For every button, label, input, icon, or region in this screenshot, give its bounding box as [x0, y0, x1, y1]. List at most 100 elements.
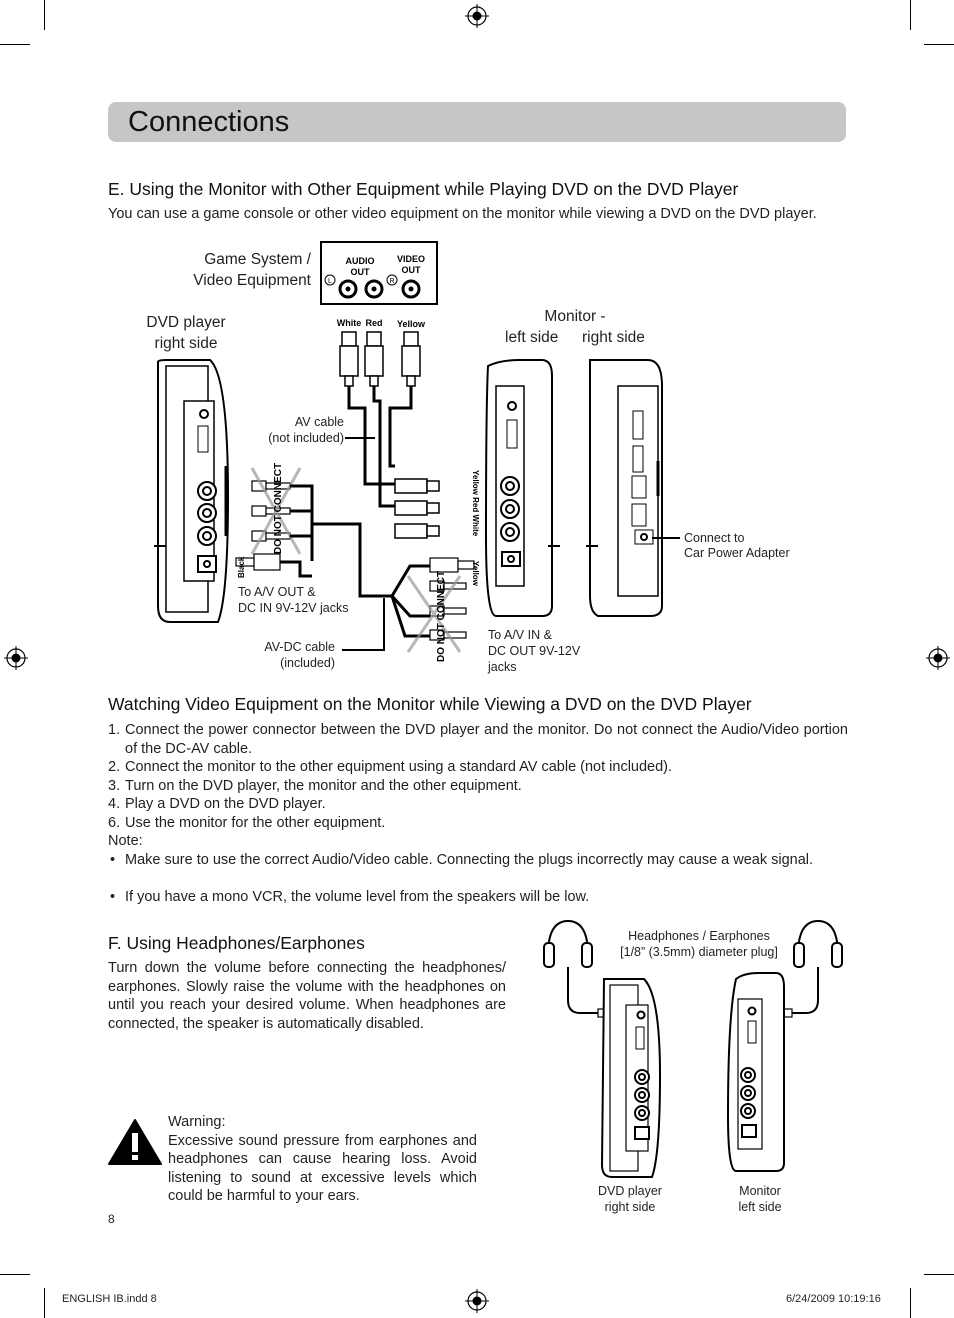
dvd-player-small-line-2: right side	[604, 1200, 656, 1214]
crop-mark	[44, 1288, 45, 1318]
to-av-out-line-1: To A/V OUT &	[238, 585, 316, 599]
page-number: 8	[108, 1212, 115, 1226]
monitor-small	[726, 972, 785, 1172]
section-watch-heading: Watching Video Equipment on the Monitor …	[108, 694, 752, 714]
step-item: 4. Play a DVD on the DVD player.	[108, 795, 848, 814]
do-not-connect-label-right: DO NOT CONNECT	[436, 571, 447, 662]
headphones-icon	[543, 919, 593, 968]
to-av-in-line-1: To A/V IN &	[488, 628, 552, 642]
section-e-heading: E. Using the Monitor with Other Equipmen…	[108, 179, 739, 199]
red-label: Red	[365, 318, 382, 328]
av-cable-line-1: AV cable	[294, 415, 344, 429]
crop-mark	[910, 1288, 911, 1318]
rca-plugs-top	[339, 331, 421, 387]
monitor-right-label: right side	[582, 329, 645, 346]
monitor-label: Monitor -	[544, 308, 606, 325]
footer-file-info: ENGLISH IB.indd 8	[62, 1293, 157, 1305]
connect-to-line-2: Car Power Adapter	[684, 546, 790, 560]
monitor-left-label: left side	[505, 329, 559, 346]
monitor-small-line-1: Monitor	[739, 1184, 781, 1198]
dvd-player-small	[600, 978, 662, 1178]
dvd-player-right-side	[154, 359, 230, 623]
headphones-line-2: [1/8” (3.5mm) diameter plug]	[620, 945, 778, 959]
registration-mark-icon	[926, 646, 950, 670]
to-av-out-label: To A/V OUT & DC IN 9V-12V jacks	[238, 584, 348, 616]
warning-title: Warning:	[168, 1114, 226, 1130]
avdc-cable-line-1: AV-DC cable	[264, 640, 335, 654]
to-av-in-line-2: DC OUT 9V-12V	[488, 644, 581, 658]
yellow-label: Yellow	[397, 319, 426, 329]
game-system-label: Game System / Video Equipment	[160, 249, 311, 291]
audio-out-label: AUDIO	[346, 256, 375, 266]
warning-block: Warning: Excessive sound pressure from e…	[168, 1113, 477, 1206]
section-e-intro: You can use a game console or other vide…	[108, 206, 817, 222]
jack-color-labels: Yellow Red White	[471, 470, 480, 537]
dvd-player-line-2: right side	[154, 335, 218, 352]
crop-mark	[44, 0, 45, 30]
registration-mark-icon	[465, 1289, 489, 1313]
video-out-label-2: OUT	[402, 265, 422, 275]
rca-plugs-monitor	[394, 478, 440, 539]
crop-mark	[924, 1274, 954, 1275]
footer-timestamp: 6/24/2009 10:19:16	[786, 1293, 881, 1305]
step-number: 3.	[108, 778, 121, 794]
no-connect-cross-right	[406, 575, 462, 653]
connection-diagram: AUDIO OUT VIDEO OUT L R White Red Yellow	[154, 241, 680, 662]
bullet-icon: •	[110, 852, 116, 868]
registration-mark-icon	[4, 646, 28, 670]
step-text: Connect the monitor to the other equipme…	[125, 759, 673, 775]
headphones-line-1: Headphones / Earphones	[628, 929, 770, 943]
game-system-line-1: Game System /	[204, 251, 311, 268]
step-text: Play a DVD on the DVD player.	[125, 796, 326, 812]
monitor-small-label: Monitor left side	[710, 1183, 810, 1215]
crop-mark	[0, 44, 30, 45]
white-label: White	[337, 318, 362, 328]
dvd-player-line-1: DVD player	[146, 314, 226, 331]
dvd-player-label: DVD player right side	[130, 312, 242, 354]
page-title: Connections	[128, 106, 290, 138]
to-av-out-line-2: DC IN 9V-12V jacks	[238, 601, 349, 615]
av-cable	[345, 386, 413, 508]
crop-mark	[924, 44, 954, 45]
monitor-small-line-2: left side	[738, 1200, 782, 1214]
note-label: Note:	[108, 833, 143, 849]
note-text: Make sure to use the correct Audio/Video…	[125, 852, 814, 868]
connect-to-line-1: Connect to	[684, 531, 745, 545]
crop-mark	[910, 0, 911, 30]
step-text: Turn on the DVD player, the monitor and …	[125, 778, 522, 794]
connect-to-label: Connect to Car Power Adapter	[684, 531, 790, 561]
step-item: 1. Connect the power connector between t…	[108, 721, 848, 759]
to-av-in-line-3: jacks	[488, 660, 517, 674]
dvd-player-small-label: DVD player right side	[580, 1183, 680, 1215]
section-f-text: Turn down the volume before connecting t…	[108, 960, 506, 1032]
step-number: 2.	[108, 759, 121, 775]
step-item: 3. Turn on the DVD player, the monitor a…	[108, 777, 848, 796]
step-number: 4.	[108, 796, 121, 812]
jack-color-label-yellow: Yellow	[471, 561, 480, 587]
no-connect-cross-left	[250, 467, 302, 555]
dvd-player-small-line-1: DVD player	[598, 1184, 662, 1198]
headphones-diagram	[543, 919, 843, 1178]
crop-mark	[0, 1274, 30, 1275]
step-number: 6.	[108, 815, 121, 831]
headphones-label: Headphones / Earphones [1/8” (3.5mm) dia…	[604, 928, 794, 960]
avdc-cable-label: AV-DC cable (included)	[250, 639, 335, 671]
note-text: If you have a mono VCR, the volume level…	[125, 889, 590, 905]
audio-out-label-2: OUT	[351, 267, 371, 277]
to-av-in-label: To A/V IN & DC OUT 9V-12V jacks	[488, 627, 580, 675]
video-out-label: VIDEO	[397, 254, 425, 264]
bullet-icon: •	[110, 889, 116, 905]
av-cable-line-2: (not included)	[268, 431, 344, 445]
step-item: 2. Connect the monitor to the other equi…	[108, 758, 848, 777]
warning-text: Excessive sound pressure from earphones …	[168, 1132, 477, 1205]
avdc-cable-line-2: (included)	[280, 656, 335, 670]
step-item: 6. Use the monitor for the other equipme…	[108, 814, 848, 833]
section-f-heading: F. Using Headphones/Earphones	[108, 933, 365, 953]
monitor-left-side	[484, 359, 560, 617]
black-label: Black	[237, 556, 246, 578]
step-text: Connect the power connector between the …	[125, 722, 848, 757]
av-cable-label: AV cable (not included)	[240, 414, 344, 446]
monitor-right-side	[586, 359, 663, 617]
left-channel-label: L	[328, 278, 332, 285]
page-title-bar: Connections	[108, 102, 846, 142]
